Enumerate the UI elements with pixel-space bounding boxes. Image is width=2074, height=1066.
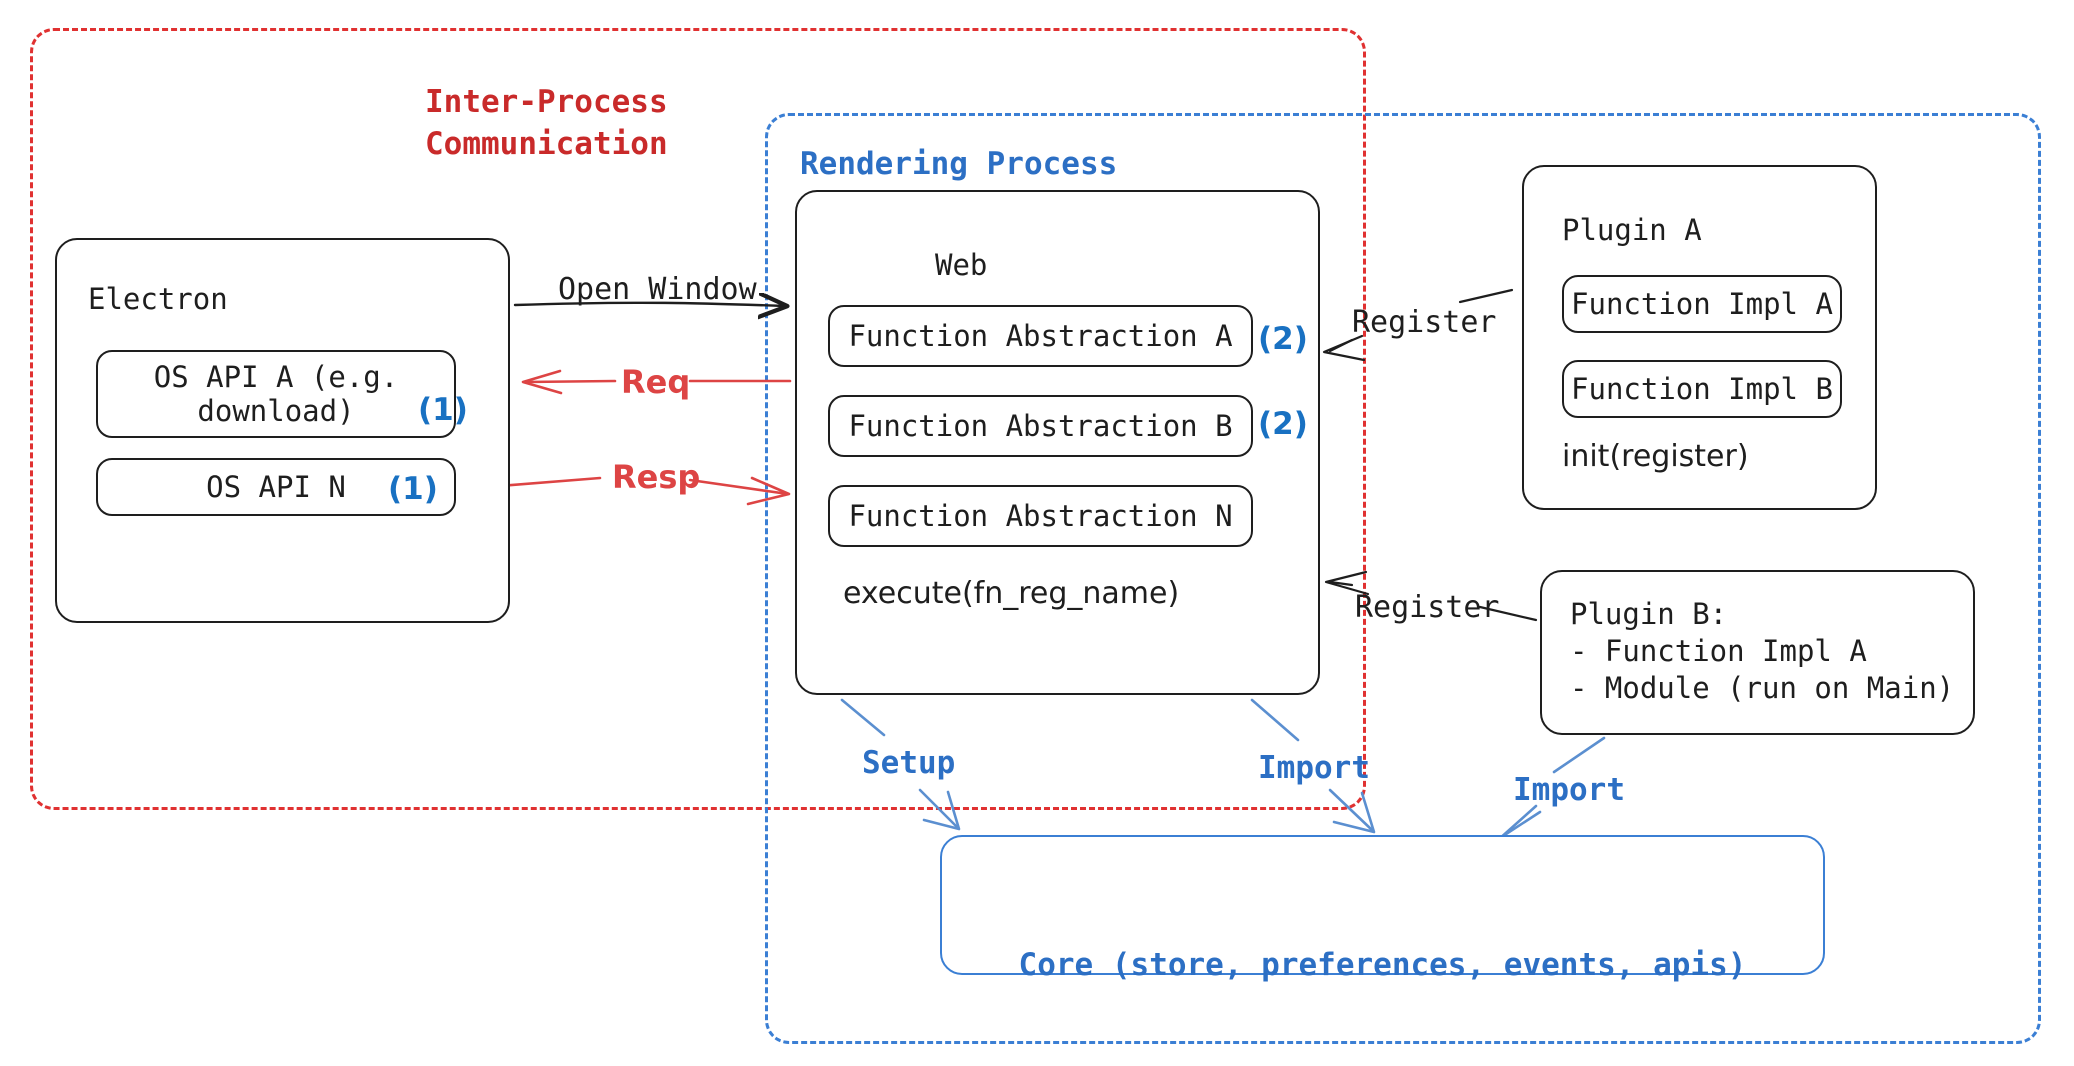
node-plugin-a-title: Plugin A <box>1562 213 1702 247</box>
node-function-abstraction-a[interactable]: Function Abstraction A <box>828 305 1253 367</box>
edge-label-import-web: Import <box>1258 750 1370 786</box>
node-function-impl-b[interactable]: Function Impl B <box>1562 360 1842 418</box>
node-function-abstraction-b-label: Function Abstraction B <box>848 409 1233 443</box>
edge-label-import-plugin-b: Import <box>1513 772 1625 808</box>
region-rendering-process <box>765 113 2041 1044</box>
node-web-footer: execute(fn_reg_name) <box>843 576 1180 611</box>
node-function-impl-b-label: Function Impl B <box>1571 372 1833 406</box>
marker-function-abstraction-b: (2) <box>1258 406 1308 442</box>
node-function-impl-a[interactable]: Function Impl A <box>1562 275 1842 333</box>
node-os-api-n-label: OS API N <box>206 470 346 504</box>
node-core-text: Core (store, preferences, events, apis) … <box>940 862 1825 1066</box>
node-os-api-n[interactable]: OS API N <box>96 458 456 516</box>
node-core-line-1: Core (store, preferences, events, apis) <box>1018 947 1747 984</box>
node-plugin-b[interactable] <box>1540 570 1975 735</box>
edge-label-open-window: Open Window <box>558 272 757 307</box>
marker-os-api-n: (1) <box>388 471 438 507</box>
edge-label-resp: Resp <box>612 458 701 496</box>
marker-os-api-a: (1) <box>418 392 468 428</box>
node-plugin-b-text: Plugin B: - Function Impl A - Module (ru… <box>1570 597 1955 706</box>
node-electron-title: Electron <box>88 282 228 316</box>
region-inter-process-communication <box>30 28 1366 810</box>
node-function-abstraction-n[interactable]: Function Abstraction N <box>828 485 1253 547</box>
node-function-abstraction-b[interactable]: Function Abstraction B <box>828 395 1253 457</box>
region-label-ipc: Inter-Process Communication <box>425 84 668 162</box>
node-plugin-a-footer: init(register) <box>1562 439 1749 474</box>
node-function-impl-a-label: Function Impl A <box>1571 287 1833 321</box>
node-function-abstraction-a-label: Function Abstraction A <box>848 319 1233 353</box>
edge-label-setup: Setup <box>862 745 956 781</box>
node-core[interactable] <box>940 835 1825 975</box>
marker-function-abstraction-a: (2) <box>1258 321 1308 357</box>
node-os-api-a[interactable]: OS API A (e.g. download) <box>96 350 456 438</box>
edge-label-register-plugin-b: Register <box>1355 590 1500 625</box>
edge-label-register-plugin-a: Register <box>1352 305 1497 340</box>
node-function-abstraction-n-label: Function Abstraction N <box>848 499 1233 533</box>
region-label-rendering-process: Rendering Process <box>800 146 1118 182</box>
edge-label-req: Req <box>621 363 691 401</box>
node-plugin-a[interactable] <box>1522 165 1877 510</box>
node-os-api-a-label: OS API A (e.g. download) <box>153 360 399 428</box>
node-web-title: Web <box>935 248 988 282</box>
